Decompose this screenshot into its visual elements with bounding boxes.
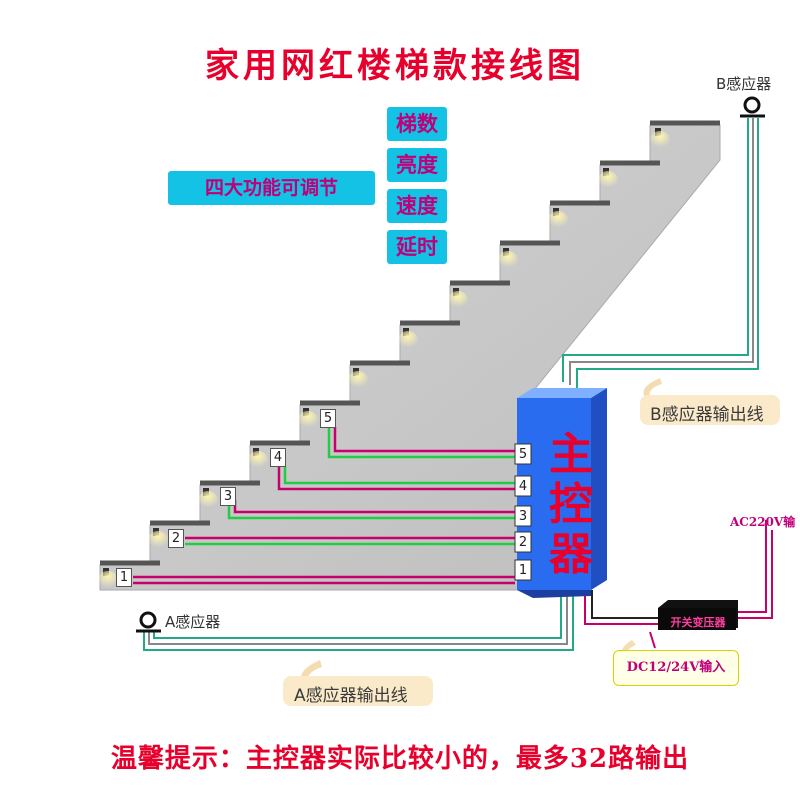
sensor-b-label: B感应器	[716, 75, 772, 93]
transformer-box	[658, 600, 738, 630]
function-group-label: 四大功能可调节	[168, 171, 375, 205]
controller-channel-2: 2	[518, 535, 528, 550]
step-channel-4: 4	[270, 448, 286, 467]
callout-sensor-a	[283, 660, 433, 706]
controller-channel-5: 5	[518, 447, 528, 462]
main-controller-char-3: 器	[549, 529, 593, 580]
step-lights	[98, 128, 670, 589]
step-channel-3: 3	[220, 487, 236, 506]
dc-input-label: DC12/24V输入	[613, 650, 739, 686]
main-controller-char-1: 主	[549, 429, 593, 480]
controller-channel-3: 3	[518, 509, 528, 524]
sensor-b-wires	[562, 118, 759, 388]
main-controller-box	[517, 388, 607, 598]
step-edges	[100, 120, 720, 566]
sensor-b-output-label: B感应器输出线	[650, 405, 764, 425]
power-wires	[584, 530, 773, 649]
sensor-a-label: A感应器	[165, 613, 221, 631]
controller-channel-1: 1	[518, 563, 528, 578]
sensor-a-wires	[143, 592, 574, 651]
main-controller-char-2: 控	[549, 479, 593, 530]
callout-sensor-b	[640, 378, 780, 425]
function-tag-steps: 梯数	[387, 107, 447, 141]
controller-channel-4: 4	[518, 479, 528, 494]
step-channel-1: 1	[116, 568, 132, 587]
footer-tip: 温馨提示：主控器实际比较小的，最多32路输出	[110, 744, 690, 774]
ac-input-label: AC220V输	[730, 515, 796, 529]
function-tag-brightness: 亮度	[387, 148, 447, 182]
function-tag-delay: 延时	[387, 230, 447, 264]
controller-terminals	[514, 443, 532, 581]
step-channel-5: 5	[320, 409, 336, 428]
diagram-title: 家用网红楼梯款接线图	[205, 46, 585, 86]
sensor-b-icon	[740, 96, 765, 118]
function-tag-speed: 速度	[387, 189, 447, 223]
transformer-label: 开关变压器	[670, 616, 726, 629]
sensor-a-icon	[136, 611, 161, 633]
channel-wires	[133, 427, 515, 585]
step-channel-2: 2	[168, 529, 184, 548]
sensor-a-output-label: A感应器输出线	[294, 686, 408, 706]
